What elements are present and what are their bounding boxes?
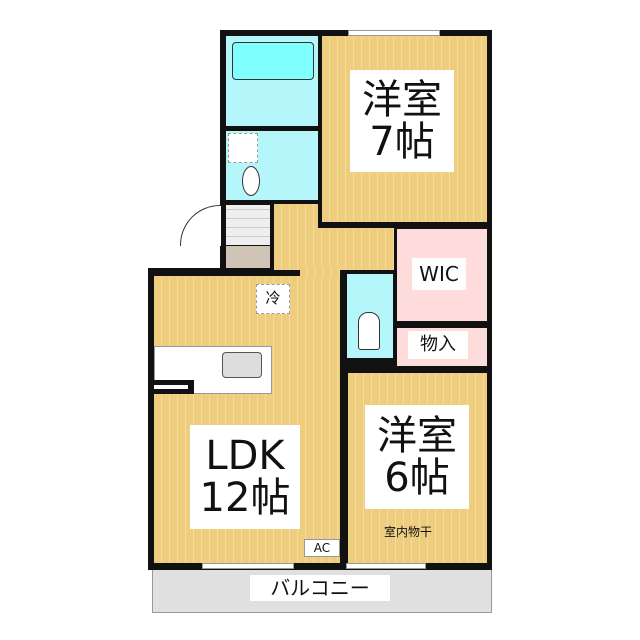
hallway-2 [274,228,394,270]
entrance-tiles [226,205,270,245]
balcony-label: バルコニー [250,575,390,601]
ldk-opening [300,266,340,278]
indoor-drying-label: 室内物干 [384,525,433,539]
sink [222,352,262,378]
toilet-bowl [358,312,380,350]
wic-label: WIC [412,258,466,290]
counter-wall-inner [154,385,188,389]
ac-mark: AC [304,539,340,557]
ldk-window [202,563,294,569]
genkan-floor [226,246,270,268]
western6-window [346,563,426,569]
washbasin [242,166,260,196]
bathtub [232,42,314,80]
entrance-door[interactable] [180,205,221,246]
fridge-mark: 冷 [256,284,290,314]
washing-machine-space [228,133,258,163]
window [348,30,440,36]
storage-label: 物入 [408,331,468,359]
